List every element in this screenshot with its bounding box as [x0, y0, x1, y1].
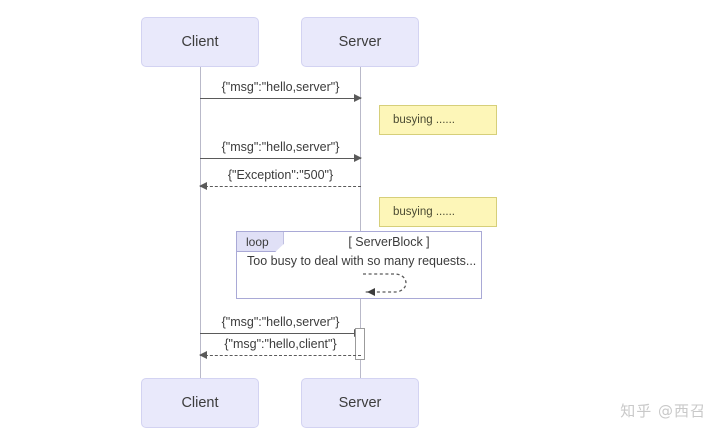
- message-line-3: [200, 186, 361, 187]
- loop-fragment[interactable]: loop [ ServerBlock ] Too busy to deal wi…: [236, 231, 482, 299]
- participant-server-label-bottom: Server: [338, 395, 382, 411]
- arrowhead-right-icon: [354, 94, 362, 102]
- arrowhead-left-icon: [199, 351, 207, 359]
- message-line-5: [200, 355, 361, 356]
- loop-fragment-condition: [ ServerBlock ]: [348, 234, 430, 249]
- message-label-2: {"msg":"hello,server"}: [221, 140, 340, 154]
- participant-client-header-bottom[interactable]: Client: [141, 378, 259, 428]
- note-busying-1: busying ......: [379, 105, 497, 135]
- note-busying-1-text: busying ......: [393, 114, 456, 126]
- arrowhead-left-icon: [199, 182, 207, 190]
- message-label-1: {"msg":"hello,server"}: [221, 80, 340, 94]
- note-busying-2: busying ......: [379, 197, 497, 227]
- self-loop-arrow-icon: [363, 273, 407, 296]
- participant-client-label-top: Client: [181, 34, 219, 50]
- participant-server-header-top[interactable]: Server: [301, 17, 419, 67]
- activation-bar-server: [355, 328, 365, 360]
- message-line-4: [200, 333, 361, 334]
- message-label-4: {"msg":"hello,server"}: [221, 315, 340, 329]
- message-exception-response[interactable]: {"Exception":"500"}: [199, 168, 361, 190]
- arrowhead-right-icon: [354, 154, 362, 162]
- message-label-5: {"msg":"hello,client"}: [224, 337, 337, 351]
- participant-server-header-bottom[interactable]: Server: [301, 378, 419, 428]
- lifeline-client: [200, 67, 201, 378]
- message-request-3[interactable]: {"msg":"hello,server"}: [200, 315, 362, 337]
- watermark: 知乎 @西召: [620, 402, 706, 420]
- message-response-hello-client[interactable]: {"msg":"hello,client"}: [199, 337, 361, 359]
- note-busying-2-text: busying ......: [393, 206, 456, 218]
- message-label-3: {"Exception":"500"}: [227, 168, 334, 182]
- message-line-1: [200, 98, 361, 99]
- message-line-2: [200, 158, 361, 159]
- loop-self-message-label: Too busy to deal with so many requests..…: [247, 254, 477, 268]
- participant-client-header-top[interactable]: Client: [141, 17, 259, 67]
- message-request-1[interactable]: {"msg":"hello,server"}: [200, 80, 362, 102]
- participant-server-label-top: Server: [338, 34, 382, 50]
- participant-client-label-bottom: Client: [181, 395, 219, 411]
- lifeline-server: [360, 67, 361, 378]
- loop-fragment-tag: loop: [237, 232, 284, 252]
- message-request-2[interactable]: {"msg":"hello,server"}: [200, 140, 362, 162]
